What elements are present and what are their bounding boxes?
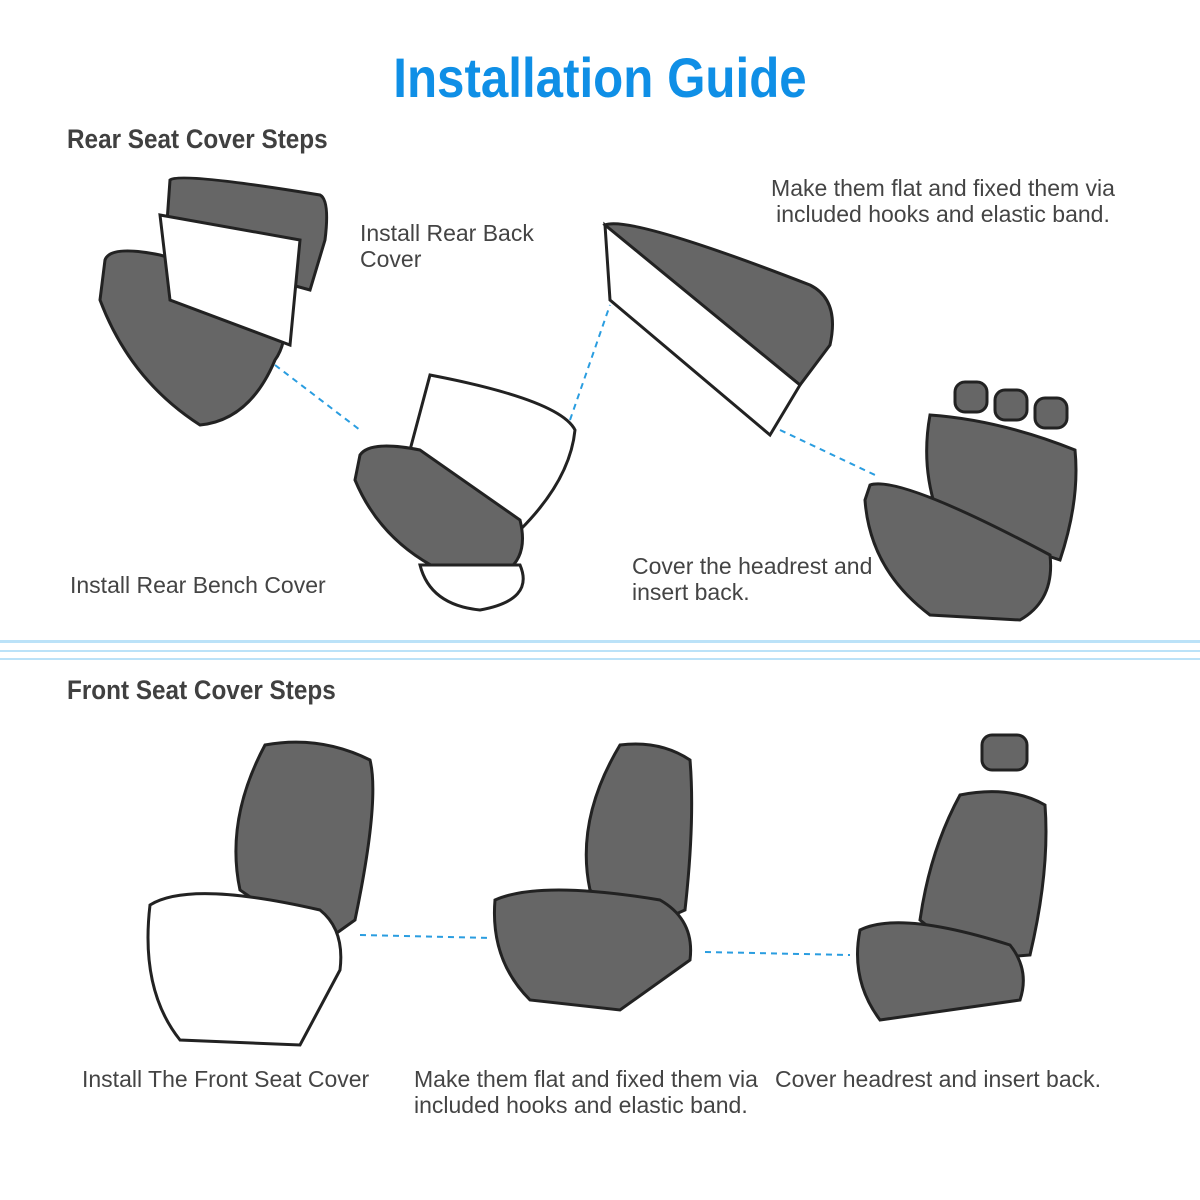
- wave-divider: [0, 640, 1200, 660]
- front-seat-illustration-3: [856, 733, 1048, 1022]
- front-step-2-caption: Make them flat and fixed them via includ…: [414, 1066, 758, 1118]
- front-section-heading: Front Seat Cover Steps: [67, 675, 336, 705]
- rear-section-heading: Rear Seat Cover Steps: [67, 124, 328, 154]
- rear-seat-illustration-1: [98, 176, 329, 427]
- rear-seat-illustration-3: [602, 221, 834, 438]
- rear-step-2-caption: Install Rear Bench Cover: [70, 572, 326, 598]
- rear-step-1-caption: Install Rear Back Cover: [360, 220, 534, 272]
- front-seat-illustration-1: [146, 740, 375, 1047]
- front-seat-illustration-2: [492, 742, 694, 1012]
- rear-step-4-caption: Cover the headrest and insert back.: [632, 553, 873, 605]
- rear-step-3-caption: Make them flat and fixed them via includ…: [771, 175, 1115, 227]
- front-step-3-caption: Cover headrest and insert back.: [775, 1066, 1102, 1092]
- page-title: Installation Guide: [393, 46, 807, 109]
- connector-lines: [274, 304, 876, 956]
- front-step-1-caption: Install The Front Seat Cover: [82, 1066, 370, 1092]
- rear-seat-illustration-2: [353, 373, 577, 612]
- rear-seat-illustration-4: [863, 380, 1078, 622]
